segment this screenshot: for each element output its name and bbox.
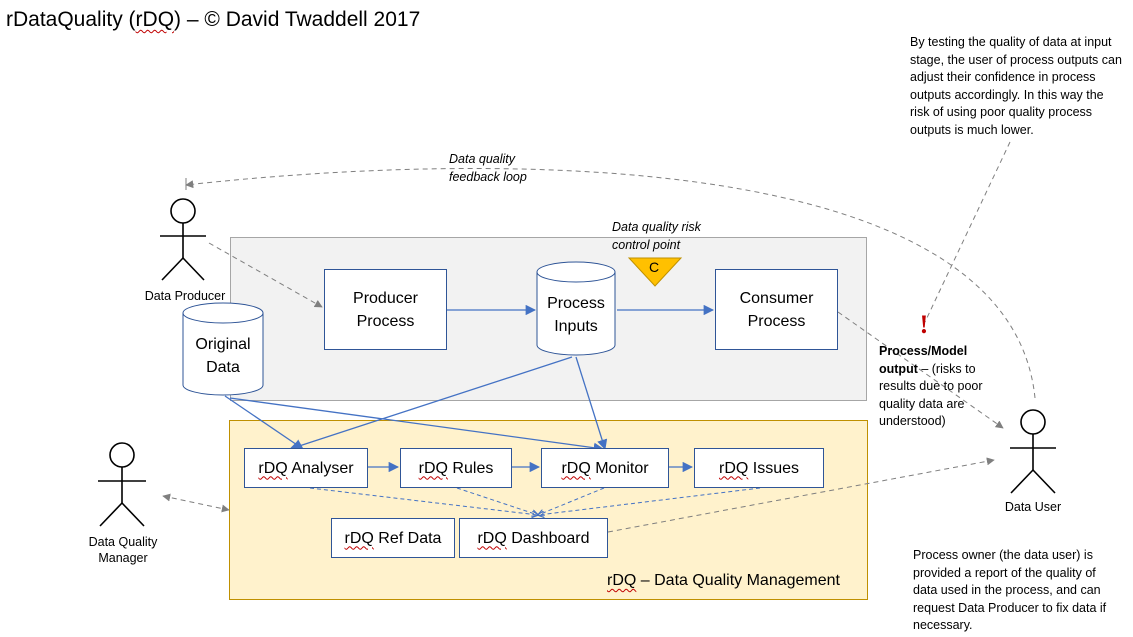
process-owner-note: Process owner (the data user) is provide… — [913, 548, 1107, 632]
original-data-cylinder — [182, 302, 264, 396]
rdq-monitor-box[interactable]: rDQ Monitor — [541, 448, 669, 488]
flow-arrows — [224, 304, 715, 473]
data-quality-manager-actor — [98, 442, 146, 527]
risk-note: By testing the quality of data at input … — [910, 35, 1122, 137]
data-quality-manager-label: Data Quality Manager — [88, 535, 158, 565]
control-point-symbol: C — [649, 259, 660, 275]
page-title: rDataQuality (rDQ) – © David Twaddell 20… — [6, 8, 421, 31]
rdq-ref-data-box[interactable]: rDQ Ref Data — [331, 518, 455, 558]
data-user-actor — [1010, 409, 1056, 494]
rdq-issues-box[interactable]: rDQ Issues — [694, 448, 824, 488]
rdq-rules-box[interactable]: rDQ Rules — [400, 448, 512, 488]
process-output-note: Process/Model output – (risks to results… — [879, 344, 983, 428]
data-producer-actor — [160, 198, 206, 281]
rdq-dashboard-box[interactable]: rDQ Dashboard — [459, 518, 608, 558]
original-data-label: Original Data — [195, 336, 251, 376]
process-inputs-label: Process Inputs — [547, 295, 605, 335]
control-point-triangle — [627, 257, 683, 287]
data-producer-label: Data Producer — [144, 289, 226, 303]
dashboard-feed-lines — [309, 487, 761, 515]
rdq-management-title: rDQ – Data Quality Management — [607, 572, 840, 589]
producer-process-box[interactable]: Producer Process — [324, 269, 447, 350]
data-user-label: Data User — [1004, 500, 1062, 514]
risk-control-label: Data quality risk control point — [612, 220, 701, 252]
risk-exclamation-icon: ! — [920, 310, 929, 339]
rdq-analyser-box[interactable]: rDQ Analyser — [244, 448, 368, 488]
consumer-process-box[interactable]: Consumer Process — [715, 269, 838, 350]
process-inputs-cylinder — [536, 261, 616, 356]
gray-dashed-connectors — [162, 141, 1036, 533]
feedback-loop-label: Data quality feedback loop — [449, 152, 527, 184]
